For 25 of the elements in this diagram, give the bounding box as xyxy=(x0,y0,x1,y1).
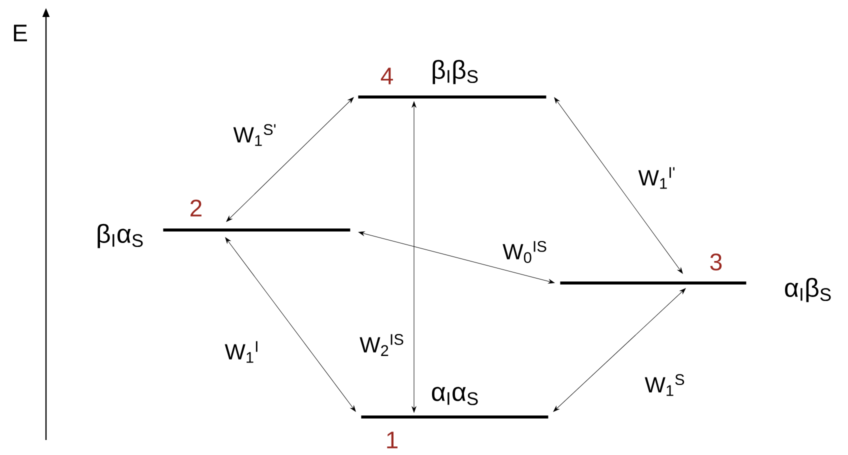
energy-level: 3 α$_{I}$β$_{S}$ xyxy=(560,254,831,302)
energy-level: 1 α$_{I}$α$_{S}$ xyxy=(361,386,548,448)
edge-label: W$_{0}$IS xyxy=(502,240,548,264)
arrow xyxy=(226,97,354,222)
edge-label: W$_{2}$IS xyxy=(358,333,406,357)
node-label: 2 xyxy=(190,200,202,216)
energy-level: 2 β$_{I}$α$_{S}$ xyxy=(98,200,350,248)
node-label: 1 xyxy=(387,432,398,448)
energy-level: 4 β$_{I}$β$_{S}$ xyxy=(358,60,546,98)
edge-label: W$_{1}$S xyxy=(644,373,686,397)
arrow xyxy=(358,231,555,284)
arrow xyxy=(412,102,416,412)
arrow xyxy=(554,97,683,274)
edge-label: W$_{1}$S' xyxy=(232,123,278,147)
axis-label: E xyxy=(14,24,27,42)
arrow xyxy=(225,237,356,412)
node-label: β$_{I}$α$_{S}$ xyxy=(98,224,143,248)
edge-label: W$_{1}$I' xyxy=(637,166,677,190)
node-label: α$_{I}$β$_{S}$ xyxy=(785,278,831,302)
node-label: α$_{I}$α$_{S}$ xyxy=(432,386,478,406)
arrow xyxy=(553,288,686,412)
node-label: 3 xyxy=(710,254,722,270)
node-label: β$_{I}$β$_{S}$ xyxy=(432,60,478,84)
edge-label: W$_{1}$I xyxy=(224,340,260,364)
node-label: 4 xyxy=(380,68,393,84)
